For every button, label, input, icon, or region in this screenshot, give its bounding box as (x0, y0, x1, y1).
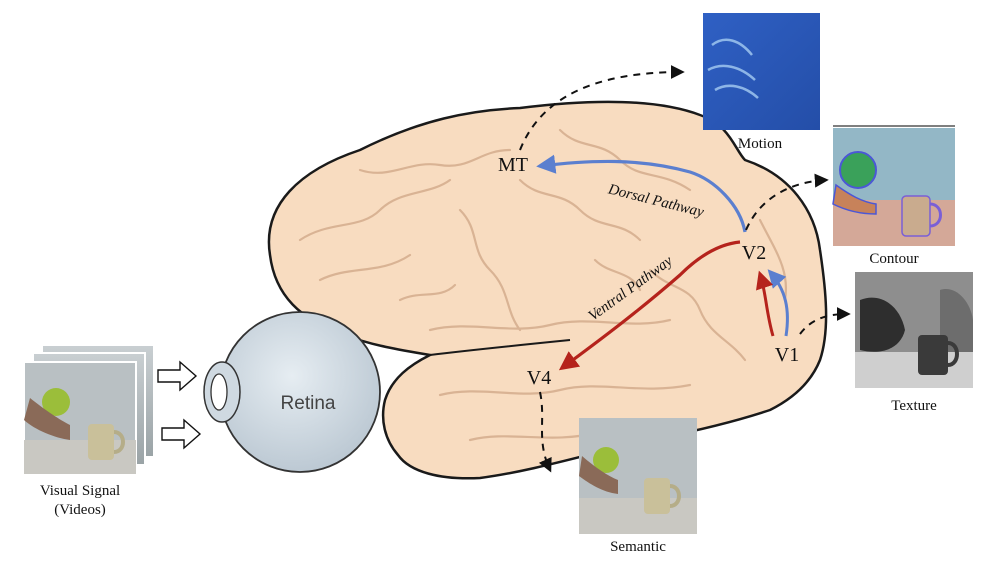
input-label-line1: Visual Signal (40, 483, 120, 499)
retina: Retina (203, 311, 381, 473)
semantic-label: Semantic (610, 539, 666, 555)
v1-v2-red-arrow (756, 270, 775, 337)
hollow-arrow-icon (161, 418, 202, 450)
dorsal-pathway-arrow (536, 154, 747, 233)
motion-output-image (703, 13, 820, 130)
area-label-v1: V1 (775, 344, 799, 366)
output-arrows (519, 65, 851, 473)
retina-label: Retina (281, 393, 336, 414)
contour-label: Contour (869, 251, 918, 267)
temporal-fold (429, 339, 571, 356)
contour-output-image (832, 125, 955, 246)
mug-shape (88, 424, 114, 460)
ventral-pathway-arrow (558, 240, 741, 371)
v1-v2-blue-arrow (767, 269, 789, 337)
apple-shape (42, 388, 70, 416)
texture-label: Texture (891, 398, 937, 414)
area-label-v2: V2 (742, 242, 766, 264)
input-arrows (157, 360, 202, 450)
semantic-output-image (579, 418, 697, 534)
motion-label: Motion (738, 136, 783, 152)
input-label-line2: (Videos) (54, 502, 106, 518)
input-video-frames (23, 344, 155, 475)
hollow-arrow-icon (157, 360, 198, 392)
texture-output-image (855, 272, 973, 388)
area-label-v4: V4 (527, 367, 551, 389)
area-label-mt: MT (498, 154, 528, 176)
